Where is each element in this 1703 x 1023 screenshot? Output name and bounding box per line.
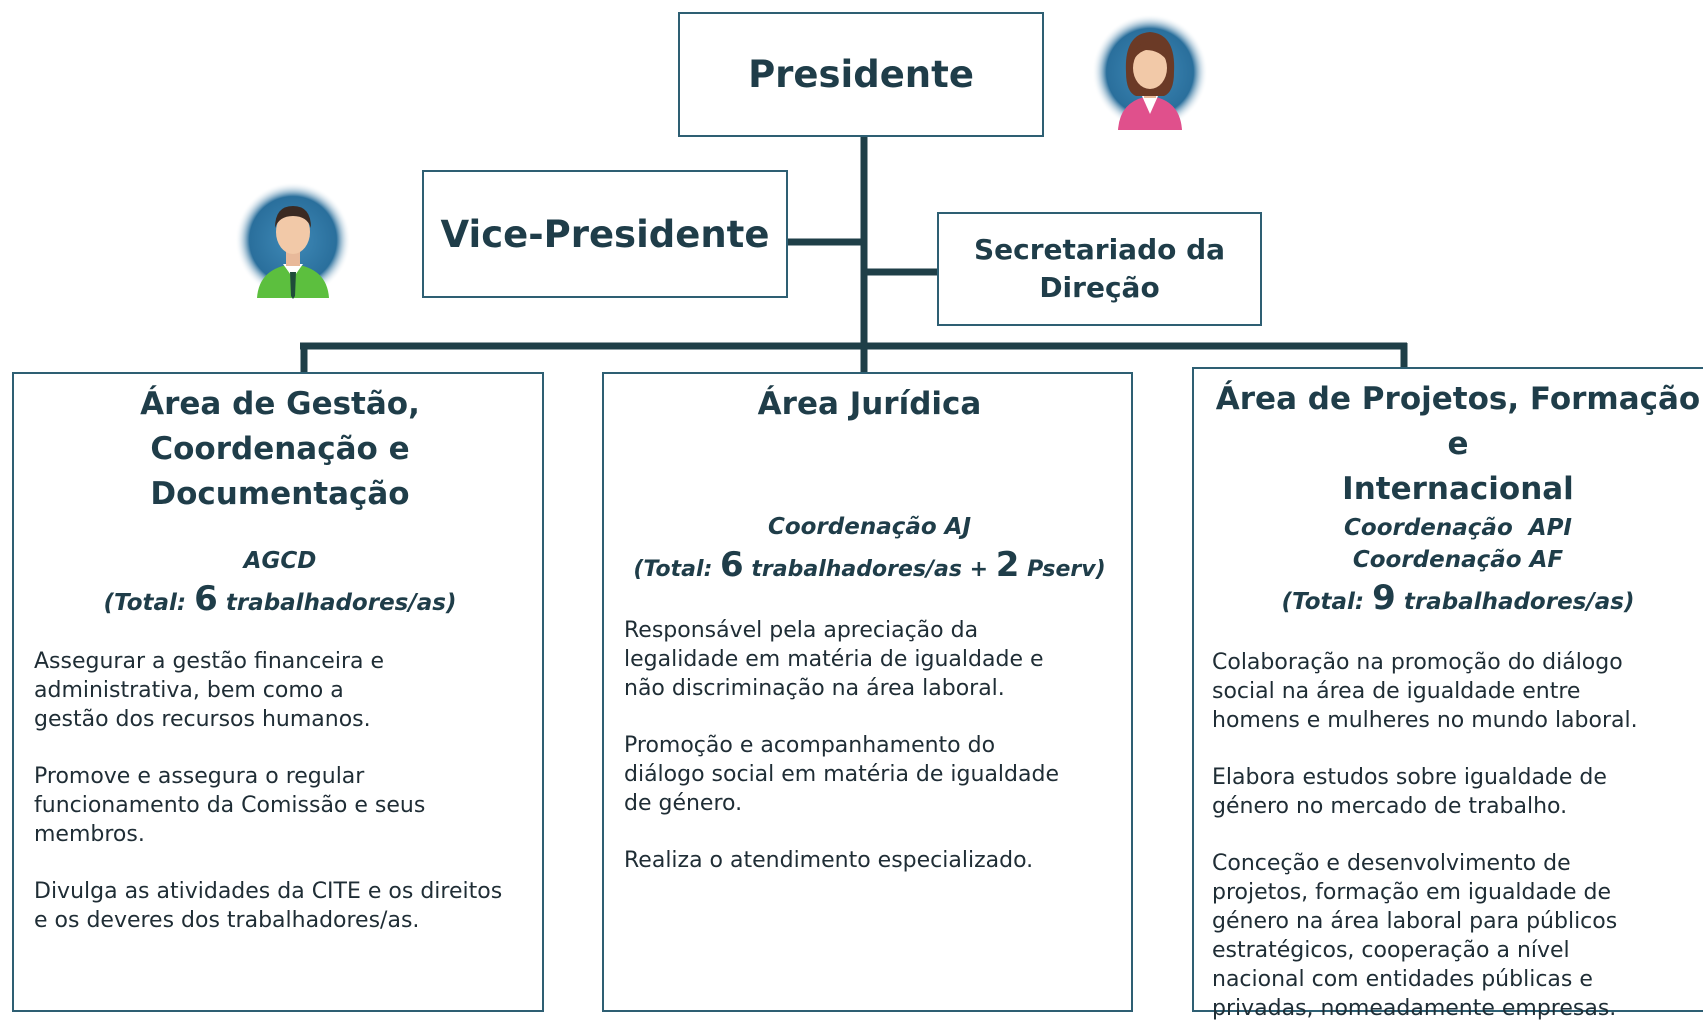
area-description: Colaboração na promoção do diálogo socia… <box>1212 648 1703 1023</box>
description-paragraph: Elabora estudos sobre igualdade de géner… <box>1212 763 1703 821</box>
total-prefix: (Total: <box>1281 589 1365 615</box>
total-count-pserv: 2 <box>995 545 1020 585</box>
total-prefix: (Total: <box>103 590 187 616</box>
area-total: (Total: 9 trabalhadores/as) <box>1212 576 1703 624</box>
description-line: administrativa, bem como a <box>34 678 344 703</box>
male-avatar-icon <box>235 182 351 299</box>
description-line: género no mercado de trabalho. <box>1212 794 1568 819</box>
area-title-line: Área Jurídica <box>757 386 982 422</box>
area-title: Área de Gestão, Coordenação e Documentaç… <box>34 382 526 517</box>
area-title-line: Documentação <box>150 476 410 512</box>
total-count: 6 <box>194 579 218 619</box>
area-title-line: Internacional <box>1342 471 1574 507</box>
president-box: Presidente <box>678 12 1044 137</box>
area-total: (Total: 6 trabalhadores/as + 2 Pserv) <box>624 543 1115 592</box>
description-line: e os deveres dos trabalhadores/as. <box>34 908 420 933</box>
area-subtitle: Coordenação API Coordenação AF <box>1212 512 1703 576</box>
area-subtitle-line: AGCD <box>243 548 317 574</box>
area-title: Área Jurídica <box>624 382 1115 427</box>
total-count: 9 <box>1372 578 1396 618</box>
description-line: Realiza o atendimento especializado. <box>624 848 1034 873</box>
description-paragraph: Divulga as atividades da CITE e os direi… <box>34 877 526 935</box>
description-line: não discriminação na área laboral. <box>624 676 1005 701</box>
description-line: social na área de igualdade entre <box>1212 679 1581 704</box>
total-count: 6 <box>720 545 744 585</box>
description-line: Elabora estudos sobre igualdade de <box>1212 765 1607 790</box>
area-box-api-af: Área de Projetos, Formação e Internacion… <box>1192 367 1703 1021</box>
area-title-line: Área de Projetos, Formação e <box>1215 381 1701 462</box>
area-description: Assegurar a gestão financeira e administ… <box>34 647 526 935</box>
description-line: Conceção e desenvolvimento de <box>1212 851 1571 876</box>
description-line: projetos, formação em igualdade de <box>1212 880 1611 905</box>
area-subtitle-line: Coordenação AJ <box>767 514 972 540</box>
president-label: Presidente <box>748 53 974 96</box>
description-line: de género. <box>624 791 743 816</box>
description-line: estratégicos, cooperação a nível <box>1212 938 1570 963</box>
description-paragraph: Assegurar a gestão financeira e administ… <box>34 647 526 734</box>
area-total: (Total: 6 trabalhadores/as) <box>34 577 526 625</box>
secretariat-box: Secretariado da Direção <box>937 212 1262 326</box>
description-line: funcionamento da Comissão e seus <box>34 793 426 818</box>
total-suffix-pserv: Pserv) <box>1027 557 1106 582</box>
area-box-juridica: Área Jurídica Coordenação AJ (Total: 6 t… <box>602 372 1133 1012</box>
area-title-line: Área de Gestão, Coordenação e <box>140 386 420 467</box>
area-subtitle-line: Coordenação AF <box>1352 547 1564 573</box>
description-line: membros. <box>34 822 145 847</box>
description-line: Assegurar a gestão financeira e <box>34 649 385 674</box>
vice-president-label: Vice-Presidente <box>440 212 770 256</box>
description-line: gestão dos recursos humanos. <box>34 707 371 732</box>
total-suffix: trabalhadores/as + <box>751 557 989 582</box>
total-suffix: trabalhadores/as) <box>1403 589 1635 615</box>
female-avatar-icon <box>1092 14 1208 130</box>
description-line: homens e mulheres no mundo laboral. <box>1212 708 1638 733</box>
secretariat-label-line1: Secretariado da <box>973 233 1226 266</box>
description-line: Promoção e acompanhamento do <box>624 733 996 758</box>
description-paragraph: Conceção e desenvolvimento de projetos, … <box>1212 849 1703 1023</box>
description-line: nacional com entidades públicas e <box>1212 967 1593 992</box>
description-line: género na área laboral para públicos <box>1212 909 1618 934</box>
description-line: Promove e assegura o regular <box>34 764 365 789</box>
area-box-agcd: Área de Gestão, Coordenação e Documentaç… <box>12 372 544 1012</box>
area-subtitle-line: Coordenação API <box>1344 515 1572 541</box>
area-subtitle: AGCD <box>34 545 526 577</box>
connector-lines <box>300 134 1408 372</box>
total-suffix: trabalhadores/as) <box>225 590 457 616</box>
area-subtitle: Coordenação AJ <box>624 511 1115 543</box>
area-title: Área de Projetos, Formação e Internacion… <box>1212 377 1703 512</box>
total-prefix: (Total: <box>633 557 713 582</box>
description-line: legalidade em matéria de igualdade e <box>624 647 1044 672</box>
description-line: Divulga as atividades da CITE e os direi… <box>34 879 503 904</box>
description-paragraph: Promove e assegura o regular funcionamen… <box>34 762 526 849</box>
description-paragraph: Colaboração na promoção do diálogo socia… <box>1212 648 1703 735</box>
area-description: Responsável pela apreciação da legalidad… <box>624 616 1115 875</box>
description-line: Colaboração na promoção do diálogo <box>1212 650 1623 675</box>
description-paragraph: Responsável pela apreciação da legalidad… <box>624 616 1115 703</box>
description-paragraph: Realiza o atendimento especializado. <box>624 846 1115 875</box>
description-line: diálogo social em matéria de igualdade <box>624 762 1059 787</box>
secretariat-label-line2: Direção <box>1039 271 1160 304</box>
vice-president-box: Vice-Presidente <box>422 170 788 298</box>
description-paragraph: Promoção e acompanhamento do diálogo soc… <box>624 731 1115 818</box>
description-line: Responsável pela apreciação da <box>624 618 979 643</box>
